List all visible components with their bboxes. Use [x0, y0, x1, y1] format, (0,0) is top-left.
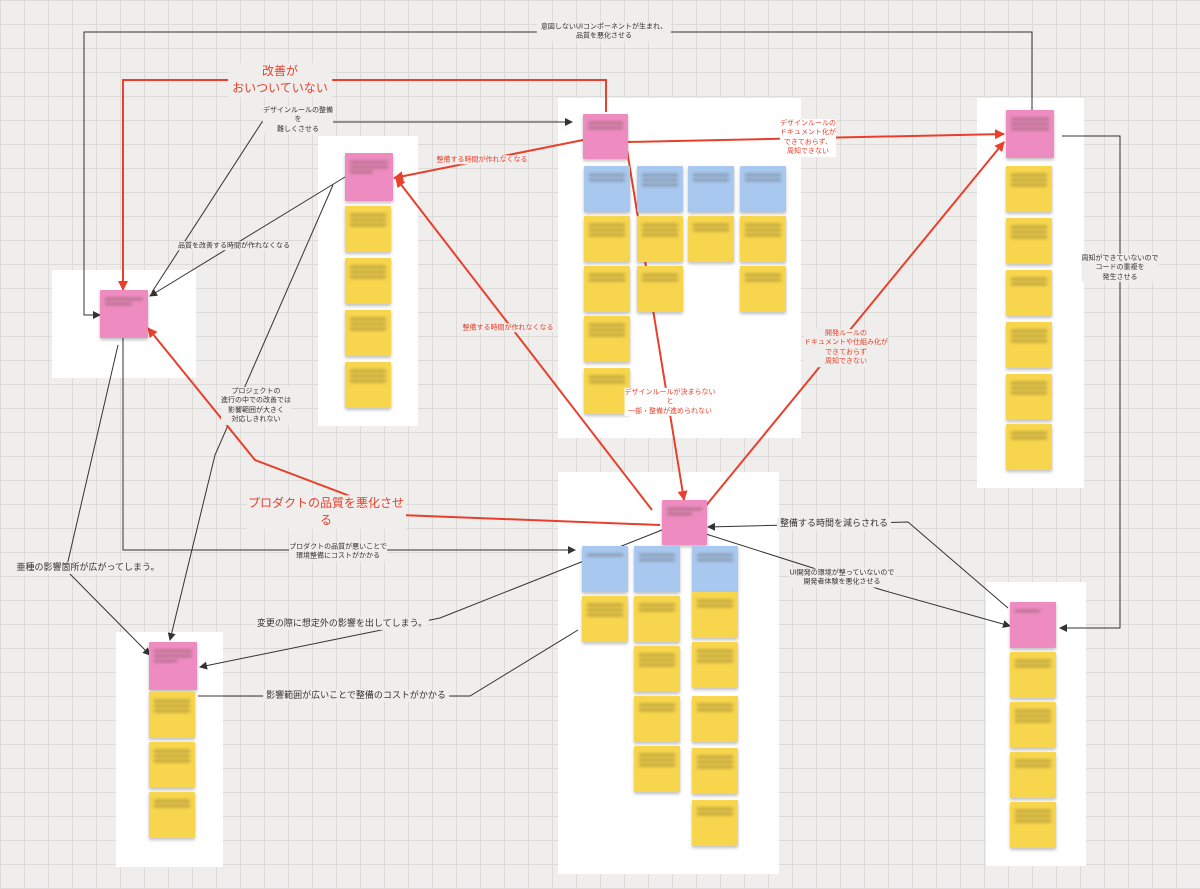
sticky-dev-experience-head[interactable]	[1010, 602, 1056, 648]
sticky-yellow[interactable]	[345, 206, 391, 252]
label-top-feedback: 意図しないUIコンポーネントが生まれ、 品質を悪化させる	[536, 22, 672, 42]
sticky-yellow[interactable]	[1010, 752, 1056, 798]
sticky-yellow[interactable]	[692, 696, 738, 742]
sticky-yellow[interactable]	[692, 592, 738, 638]
sticky-yellow[interactable]	[345, 362, 391, 408]
connector-rules-undecided	[626, 149, 688, 501]
sticky-yellow[interactable]	[692, 642, 738, 688]
sticky-yellow[interactable]	[740, 266, 786, 312]
sticky-yellow[interactable]	[1010, 652, 1056, 698]
connector-code-messy	[1059, 135, 1121, 632]
connector-reduce-time	[707, 521, 1009, 609]
label-code-messy: 周知ができていないので コードの重複を 発生させる	[1081, 253, 1159, 283]
sticky-yellow[interactable]	[584, 266, 630, 312]
label-no-docs-dev: 開発ルールの ドキュメントや仕組み化が できておらず 周知できない	[804, 329, 888, 367]
label-scope-cost: 影響範囲が広いことで整備のコストがかかる	[263, 689, 449, 703]
label-spread: 亜種の影響箇所が広がってしまう。	[14, 561, 162, 575]
connector-worsen-quality	[147, 327, 661, 526]
connector-scope-cost	[198, 629, 579, 697]
sticky-yellow[interactable]	[584, 368, 630, 414]
connector-no-docs-dev	[703, 141, 1005, 509]
connector-no-time-maintain-2	[395, 177, 653, 511]
sticky-yellow[interactable]	[634, 746, 680, 792]
sticky-yellow[interactable]	[692, 748, 738, 794]
sticky-yellow[interactable]	[1010, 802, 1056, 848]
sticky-blue[interactable]	[634, 546, 680, 592]
sticky-dev-rules-head[interactable]	[1006, 110, 1054, 158]
label-no-time-maintain-1: 整備する時間が作れなくなる	[436, 155, 528, 165]
sticky-yellow[interactable]	[634, 646, 680, 692]
sticky-yellow[interactable]	[149, 742, 195, 788]
sticky-yellow[interactable]	[149, 792, 195, 838]
label-no-time-quality: 品質を改善する時間が作れなくなる	[178, 241, 290, 251]
sticky-blue[interactable]	[688, 166, 734, 212]
connector-env-cost	[122, 335, 576, 554]
sticky-yellow[interactable]	[1006, 322, 1052, 368]
connector-project-scope	[167, 184, 334, 641]
sticky-yellow[interactable]	[582, 596, 628, 642]
sticky-yellow[interactable]	[688, 216, 734, 262]
label-project-scope: プロジェクトの 進行の中での改善では 影響範囲が大きく 対応しきれない	[221, 387, 291, 425]
sticky-dev-environment-head[interactable]	[662, 500, 707, 545]
sticky-yellow[interactable]	[345, 258, 391, 304]
label-dev-env: UI開発の環境が整っていないので 開発者体験を悪化させる	[789, 568, 895, 588]
sticky-blue[interactable]	[584, 166, 630, 212]
sticky-blue[interactable]	[582, 546, 628, 592]
sticky-product-quality[interactable]	[100, 290, 148, 338]
label-reduce-time: 整備する時間を減らされる	[776, 517, 892, 531]
sticky-left-column-head[interactable]	[345, 153, 393, 201]
sticky-yellow[interactable]	[1006, 166, 1052, 212]
sticky-blue[interactable]	[740, 166, 786, 212]
sticky-yellow[interactable]	[740, 216, 786, 262]
sticky-yellow[interactable]	[1006, 374, 1052, 420]
label-rules-hard: デザインルールの整備 を 難しくさせる	[263, 105, 333, 135]
sticky-yellow[interactable]	[1006, 270, 1052, 316]
sticky-yellow[interactable]	[634, 596, 680, 642]
label-no-docs-design: デザインルールの ドキュメント化が できておらず、 周知できない	[780, 119, 836, 157]
connector-top-feedback	[83, 31, 1033, 319]
sticky-yellow[interactable]	[1006, 424, 1052, 470]
label-no-time-maintain-2: 整備する時間が作れなくなる	[462, 323, 554, 333]
label-rules-undecided: デザインルールが決まらない と 一部・整備が進められない	[624, 387, 716, 417]
connector-rules-hard	[151, 118, 573, 293]
sticky-yellow[interactable]	[1010, 702, 1056, 748]
sticky-blue[interactable]	[637, 166, 683, 212]
sticky-design-rules-head[interactable]	[583, 114, 628, 159]
connector-spread	[65, 344, 151, 656]
connector-no-time-quality	[149, 176, 346, 297]
sticky-yellow[interactable]	[637, 266, 683, 312]
sticky-blue[interactable]	[692, 546, 738, 592]
sticky-yellow[interactable]	[637, 216, 683, 262]
sticky-yellow[interactable]	[584, 316, 630, 362]
connector-dev-env	[705, 533, 1011, 628]
sticky-yellow[interactable]	[1006, 218, 1052, 264]
sticky-yellow[interactable]	[584, 216, 630, 262]
label-worsen-quality: プロダクトの品質を悪化させ る	[245, 495, 407, 529]
sticky-yellow[interactable]	[634, 696, 680, 742]
label-unexpected: 変更の際に想定外の影響を出してしまう。	[254, 617, 430, 631]
sticky-impact-scope-head[interactable]	[149, 642, 197, 690]
connector-not-keeping-up	[118, 79, 607, 291]
label-env-cost: プロダクトの品質が悪いことで 環境整備にコストがかかる	[289, 542, 387, 562]
sticky-yellow[interactable]	[692, 800, 738, 846]
label-not-keeping-up: 改善が おいついていない	[228, 63, 332, 97]
sticky-yellow[interactable]	[345, 310, 391, 356]
sticky-yellow[interactable]	[149, 692, 195, 738]
